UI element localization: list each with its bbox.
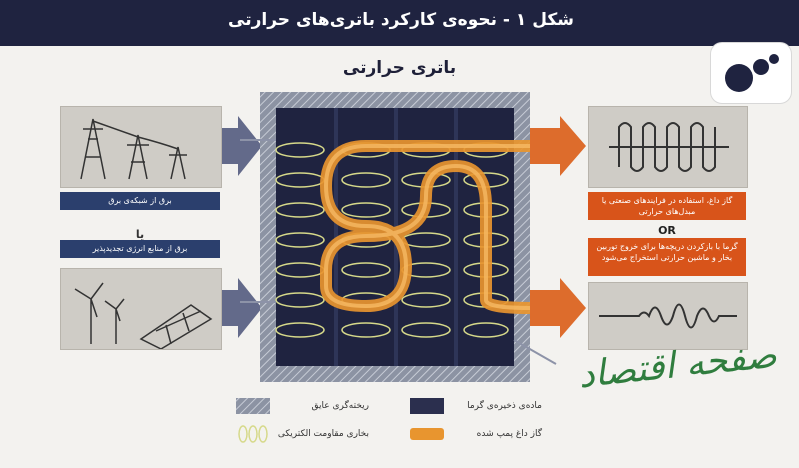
output-arrow-bottom — [530, 278, 586, 338]
wind-solar-icon — [74, 282, 213, 349]
renewable-power-label: برق از منابع انرژی تجدیدپذیر — [60, 240, 220, 258]
steam-output-label: گاز داغ، استفاده در فرایندهای صنعتی یا م… — [588, 192, 746, 220]
legend-heater-label: بخاری مقاومت الکتریکی — [277, 429, 369, 439]
waveform-panel — [588, 282, 748, 350]
diagram-subtitle: باتری حرارتی — [342, 58, 457, 78]
or-label-left: یا — [135, 228, 145, 241]
legend-insulation-swatch — [236, 398, 270, 414]
input-arrow-bottom — [222, 278, 262, 338]
or-label-right: OR — [658, 224, 676, 237]
logo-dots-icon — [725, 54, 779, 92]
power-grid-panel — [60, 106, 222, 188]
power-output-label: گرما با بازکردن دریچه‌ها برای خروج توربی… — [588, 238, 746, 276]
legend-pumped-gas-swatch — [410, 428, 444, 440]
legend-storage-swatch — [410, 398, 444, 414]
waveform-icon — [599, 303, 737, 329]
input-arrow-top — [222, 116, 262, 176]
heat-exchanger-panel — [588, 106, 748, 188]
legend-storage-label: ماده‌ی ذخیره‌ی گرما — [467, 401, 542, 411]
legend-heater-swatch — [238, 425, 268, 443]
renewables-panel — [60, 268, 222, 350]
legend-insulation-label: ریخته‌گری عایق — [311, 401, 369, 411]
figure-title: شکل ۱ - نحوه‌ی کارکرد باتری‌های حرارتی — [228, 10, 574, 30]
output-arrow-top — [530, 116, 586, 176]
grid-power-label: برق از شبکه‌ی برق — [60, 192, 220, 210]
logo — [710, 42, 792, 104]
header-bar: شکل ۱ - نحوه‌ی کارکرد باتری‌های حرارتی — [0, 0, 799, 46]
legend-pumped-gas-label: گاز داغ پمپ شده — [476, 429, 542, 439]
transmission-tower-icon — [80, 118, 187, 180]
coil-icon — [609, 122, 729, 172]
